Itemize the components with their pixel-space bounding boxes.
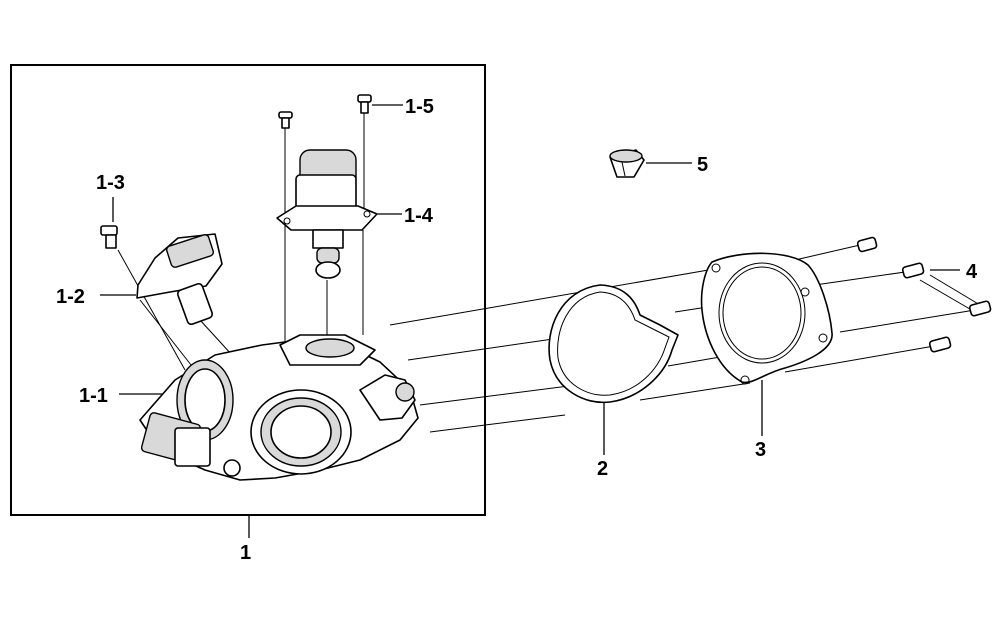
- gasket: [700, 252, 833, 385]
- idle-air-control-valve: [276, 149, 378, 279]
- label-1-5: 1-5: [405, 96, 434, 118]
- label-4: 4: [966, 261, 978, 283]
- label-3: 3: [755, 439, 766, 461]
- idle-valve-screws: [278, 94, 372, 129]
- label-1-2: 1-2: [56, 286, 85, 308]
- gasket-bolts: [856, 236, 992, 353]
- sensor-screw: [100, 225, 118, 249]
- label-1-3: 1-3: [96, 172, 125, 194]
- throttle-position-sensor: [136, 233, 223, 326]
- leader-lines: [100, 104, 981, 538]
- throttle-body: [139, 334, 419, 481]
- label-1: 1: [240, 542, 251, 564]
- cap-part: [609, 149, 645, 178]
- label-2: 2: [597, 458, 608, 480]
- label-1-1: 1-1: [79, 385, 108, 407]
- label-1-4: 1-4: [404, 205, 434, 227]
- assembly-frame: [10, 64, 486, 516]
- label-5: 5: [697, 154, 708, 176]
- o-ring: [548, 284, 679, 404]
